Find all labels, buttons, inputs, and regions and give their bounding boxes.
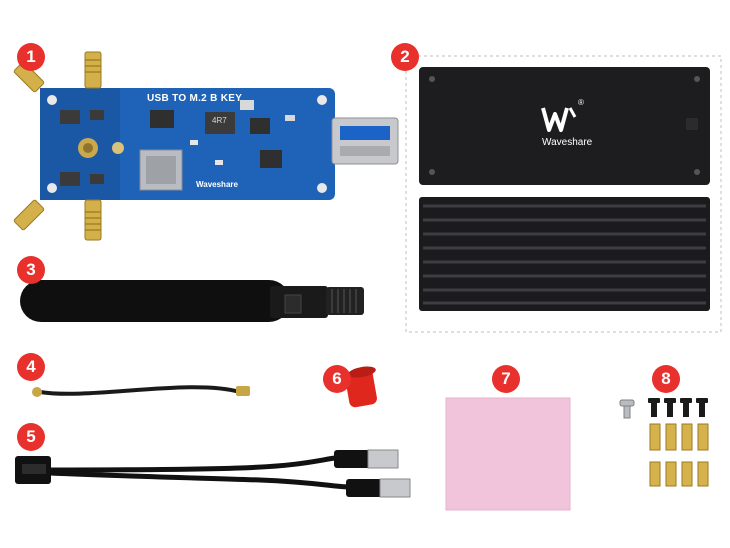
- usb-to-m2-adapter-board: [13, 51, 399, 241]
- board-brand: Waveshare: [196, 180, 238, 189]
- enclosure-registered-mark: ®: [578, 98, 584, 107]
- badge-4: 4: [17, 353, 45, 381]
- badge-5: 5: [17, 423, 45, 451]
- enclosure-brand: Waveshare: [542, 137, 593, 148]
- badge-1: 1: [17, 43, 45, 71]
- badge-3: 3: [17, 256, 45, 284]
- usb-y-cable: [15, 449, 411, 498]
- lte-antenna: [20, 280, 364, 322]
- screws-and-standoffs: [619, 398, 709, 487]
- board-inductor-label: 4R7: [212, 116, 227, 125]
- badge-7: 7: [492, 365, 520, 393]
- badge-6: 6: [323, 365, 351, 393]
- thermal-pad: [445, 397, 571, 511]
- badge-2: 2: [391, 43, 419, 71]
- aluminium-enclosure: [405, 55, 722, 333]
- red-cap: [345, 366, 377, 408]
- rf-cable: [32, 385, 250, 397]
- board-silkscreen-title: USB TO M.2 B KEY: [147, 93, 243, 104]
- badge-8: 8: [652, 365, 680, 393]
